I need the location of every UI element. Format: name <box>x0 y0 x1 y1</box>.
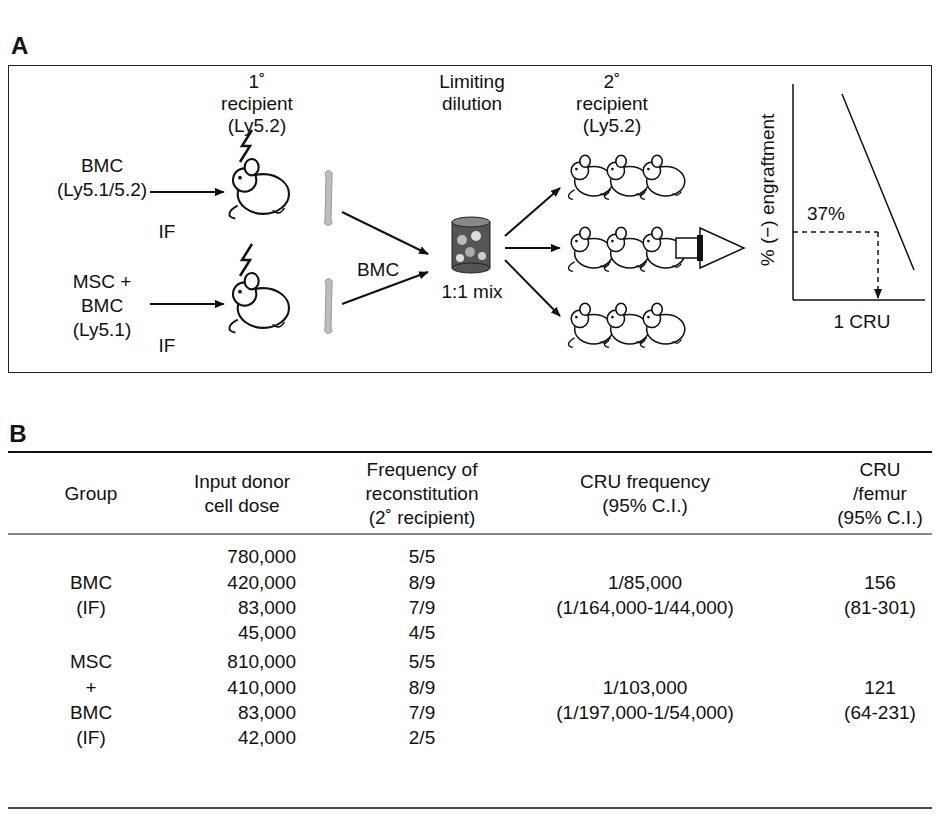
table-cell: 5/5 <box>409 546 435 568</box>
table-cell: + <box>85 677 96 699</box>
table-cell: (1/164,000-1/44,000) <box>556 597 733 619</box>
cell-dot <box>457 235 467 245</box>
table-cell: 7/9 <box>409 597 435 619</box>
table-cell: 42,000 <box>238 727 296 749</box>
table-rule <box>8 807 932 809</box>
injection-arrow <box>150 191 224 193</box>
table-cell: 7/9 <box>409 702 435 724</box>
panel-letter: A <box>11 33 28 59</box>
x-axis <box>793 299 925 301</box>
vial-top <box>452 217 490 227</box>
vial-bottom <box>452 263 490 273</box>
mouse-group <box>569 227 685 271</box>
transfer-arrow <box>342 212 428 254</box>
table-cell: 156 <box>864 572 896 594</box>
table-cell: 420,000 <box>227 572 296 594</box>
distribution-arrow <box>505 260 560 316</box>
dashed-guide <box>793 231 878 233</box>
table-cell: MSC <box>70 651 112 673</box>
table-cell: (81-301) <box>844 597 916 619</box>
cell-dot <box>465 247 475 257</box>
table-cell: cell dose <box>205 495 280 517</box>
table-cell: BMC <box>70 572 112 594</box>
mouse-group <box>569 303 685 347</box>
distribution-arrow <box>505 247 560 249</box>
hollow-arrow <box>676 228 744 268</box>
distribution-arrow <box>505 188 560 236</box>
table-cell: 45,000 <box>238 622 296 644</box>
table-cell: (2˚ recipient) <box>369 507 476 529</box>
table-cell: 5/5 <box>409 651 435 673</box>
table-cell: (95% C.I.) <box>602 495 688 517</box>
annotation-label: 2˚ <box>604 71 621 93</box>
annotation-label: B <box>9 423 26 445</box>
table-cell: 810,000 <box>227 651 296 673</box>
annotation-label: (Ly5.2) <box>228 115 286 137</box>
table-rule <box>8 534 932 535</box>
table-cell: 4/5 <box>409 622 435 644</box>
mouse-group <box>569 155 685 199</box>
annotation-label: IF <box>159 221 176 243</box>
cell-dot <box>478 252 486 260</box>
table-cell: Frequency of <box>367 459 478 481</box>
table-cell: Group <box>65 483 118 505</box>
mouse-icon <box>229 159 289 219</box>
annotation-label: 1 CRU <box>833 311 890 333</box>
table-cell: 121 <box>864 677 896 699</box>
annotation-label: Limiting <box>439 71 504 93</box>
vial-body <box>452 222 490 268</box>
annotation-label: 1˚ <box>249 71 266 93</box>
table-cell: reconstitution <box>365 483 478 505</box>
mixing-vial <box>452 217 490 273</box>
annotation-label: BMC <box>81 295 123 317</box>
table-cell: (64-231) <box>844 702 916 724</box>
table-cell: 8/9 <box>409 677 435 699</box>
table-cell: CRU frequency <box>580 471 710 493</box>
annotation-label: 37% <box>807 203 845 225</box>
table-cell: 1/103,000 <box>603 677 688 699</box>
dashed-guide <box>877 232 879 298</box>
table-rule <box>8 451 932 453</box>
annotation-label: recipient <box>576 93 648 115</box>
table-cell: 410,000 <box>227 677 296 699</box>
annotation-label: recipient <box>221 93 293 115</box>
annotation-label: (Ly5.1/5.2) <box>57 179 147 201</box>
femur-bone <box>325 279 333 334</box>
table-cell: 780,000 <box>227 546 296 568</box>
irradiation-bolt <box>240 244 252 276</box>
mouse-icon <box>229 273 289 333</box>
injection-arrow <box>150 303 224 305</box>
arrow-bar <box>697 235 703 261</box>
annotation-label: MSC + <box>73 271 132 293</box>
annotation-label: (Ly5.1) <box>73 319 131 341</box>
table-cell: 2/5 <box>409 727 435 749</box>
table-cell: (95% C.I.) <box>837 507 923 529</box>
mouse-icon <box>641 303 685 347</box>
table-cell: (1/197,000-1/54,000) <box>556 702 733 724</box>
table-cell: 83,000 <box>238 702 296 724</box>
table-cell: 1/85,000 <box>608 572 682 594</box>
mouse-icon <box>641 155 685 199</box>
femur-bone <box>325 171 333 226</box>
annotation-label: (Ly5.2) <box>583 115 641 137</box>
annotation-label: 1:1 mix <box>441 281 502 303</box>
y-axis <box>792 84 794 300</box>
annotation-label: IF <box>159 335 176 357</box>
table-cell: (IF) <box>76 597 106 619</box>
table-cell: (IF) <box>76 727 106 749</box>
table-cell: BMC <box>70 702 112 724</box>
annotation-label: % (−) engraftment <box>757 114 779 267</box>
annotation-label: dilution <box>442 93 502 115</box>
table-cell: 8/9 <box>409 572 435 594</box>
cell-dot <box>456 254 464 262</box>
table-cell: CRU <box>859 459 900 481</box>
annotation-label: BMC <box>81 155 123 177</box>
table-cell: 83,000 <box>238 597 296 619</box>
annotation-label: BMC <box>357 259 399 281</box>
cell-dot <box>471 231 481 241</box>
table-cell: /femur <box>853 483 907 505</box>
table-cell: Input donor <box>194 471 290 493</box>
